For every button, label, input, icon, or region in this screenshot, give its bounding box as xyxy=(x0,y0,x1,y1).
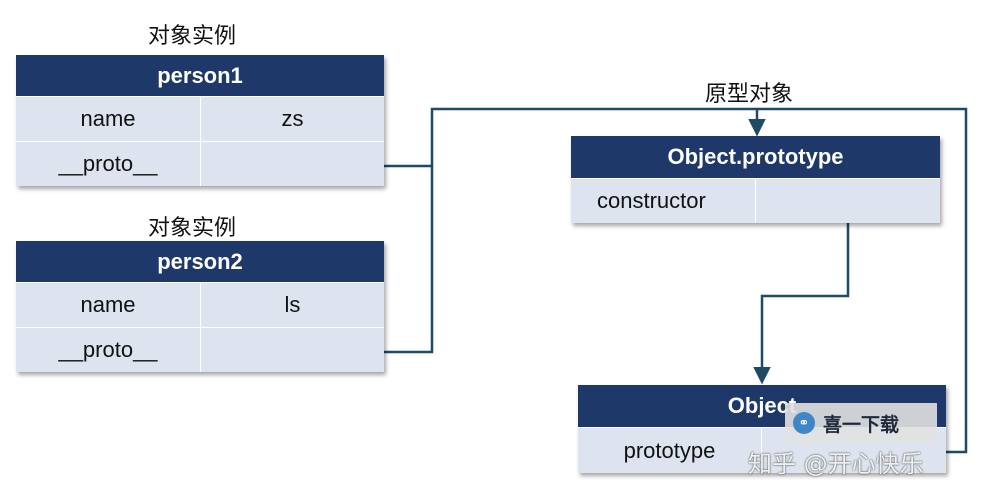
person1-row-proto: __proto__ xyxy=(16,141,384,186)
person2-key-name: name xyxy=(16,283,201,327)
person2-row-name: name ls xyxy=(16,283,384,327)
link-icon: ⚭ xyxy=(793,412,815,434)
instance1-caption: 对象实例 xyxy=(148,24,237,49)
object-constructor-key-prototype: prototype xyxy=(578,428,762,473)
object-prototype-box: Object.prototype constructor xyxy=(571,136,940,223)
person2-key-proto: __proto__ xyxy=(16,328,201,372)
person1-row-name: name zs xyxy=(16,97,384,141)
person2-object: person2 name ls __proto__ xyxy=(16,241,384,372)
object-prototype-value-constructor xyxy=(756,179,940,223)
instance2-caption: 对象实例 xyxy=(148,216,237,241)
person2-value-proto xyxy=(201,328,384,372)
constructor-link xyxy=(753,203,850,385)
person1-value-proto xyxy=(201,142,384,186)
person2-value-name: ls xyxy=(201,283,384,327)
person1-proto-link xyxy=(290,107,766,168)
person1-value-name: zs xyxy=(201,97,384,141)
person1-object: person1 name zs __proto__ xyxy=(16,55,384,186)
object-prototype-title: Object.prototype xyxy=(571,136,940,179)
object-prototype-row-constructor: constructor xyxy=(571,179,940,223)
person1-title: person1 xyxy=(16,55,384,97)
person2-row-proto: __proto__ xyxy=(16,327,384,372)
watermark-brand: 喜一下载 xyxy=(823,413,900,436)
object-prototype-key-constructor: constructor xyxy=(571,179,756,223)
object-constructor-box: Object prototype xyxy=(578,385,946,473)
prototype-caption: 原型对象 xyxy=(705,82,794,107)
person1-key-name: name xyxy=(16,97,201,141)
watermark-credit: 知乎 @开心快乐 xyxy=(748,450,924,478)
person1-key-proto: __proto__ xyxy=(16,142,201,186)
person2-title: person2 xyxy=(16,241,384,283)
watermark-badge: ⚭ 喜一下载 xyxy=(785,403,937,443)
